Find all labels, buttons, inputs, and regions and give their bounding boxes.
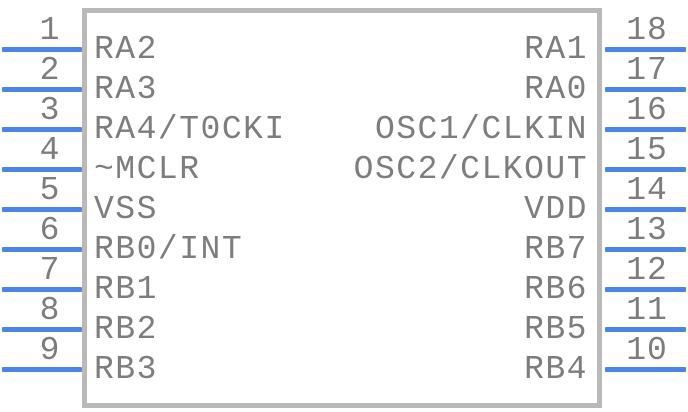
pin-12-lead-line [605,287,686,292]
pin-10-number: 10 [626,332,668,369]
pin-14-label: VDD [524,191,588,228]
pin-13-number: 13 [626,212,668,249]
pin-16-label: OSC1/CLKIN [374,111,588,148]
pin-16-number: 16 [626,92,668,129]
pin-6-number: 6 [39,212,61,249]
pin-13-label: RB7 [524,231,588,268]
pin-6-lead-line [2,247,82,252]
pin-3-number: 3 [39,92,61,129]
pin-18-lead-line [605,47,686,52]
pin-15-label: OSC2/CLKOUT [353,151,588,188]
pin-5-lead-line [2,207,82,212]
pin-6-label: RB0/INT [94,231,244,268]
pin-12-number: 12 [626,252,668,289]
pin-5-number: 5 [39,172,61,209]
pin-2-lead-line [2,87,82,92]
pin-8-label: RB2 [94,311,158,348]
pin-4-number: 4 [39,132,61,169]
pin-2-label: RA3 [94,71,158,108]
pin-14-number: 14 [626,172,668,209]
pin-8-number: 8 [39,292,61,329]
pin-7-label: RB1 [94,271,158,308]
pin-1-label: RA2 [94,31,158,68]
pin-7-number: 7 [39,252,61,289]
pin-18-number: 18 [626,12,668,49]
pin-4-lead-line [2,167,82,172]
pin-11-number: 11 [626,292,668,329]
pin-11-lead-line [605,327,686,332]
pin-8-lead-line [2,327,82,332]
pin-5-label: VSS [94,191,158,228]
pin-7-lead-line [2,287,82,292]
pin-1-number: 1 [39,12,61,49]
pin-10-label: RB4 [524,351,588,388]
pin-2-number: 2 [39,52,61,89]
pin-15-number: 15 [626,132,668,169]
pin-9-label: RB3 [94,351,158,388]
pin-14-lead-line [605,207,686,212]
pin-17-lead-line [605,87,686,92]
pin-3-lead-line [2,127,82,132]
pin-10-lead-line [605,367,686,372]
pin-17-label: RA0 [524,71,588,108]
ic-body-outline [82,8,602,408]
pin-11-label: RB5 [524,311,588,348]
pin-13-lead-line [605,247,686,252]
pin-18-label: RA1 [524,31,588,68]
pin-9-lead-line [2,367,82,372]
pin-1-lead-line [2,47,82,52]
pin-12-label: RB6 [524,271,588,308]
pin-15-lead-line [605,167,686,172]
pin-17-number: 17 [626,52,668,89]
pin-9-number: 9 [39,332,61,369]
pin-16-lead-line [605,127,686,132]
pin-3-label: RA4/T0CKI [94,111,286,148]
pin-4-label: ~MCLR [94,151,201,188]
